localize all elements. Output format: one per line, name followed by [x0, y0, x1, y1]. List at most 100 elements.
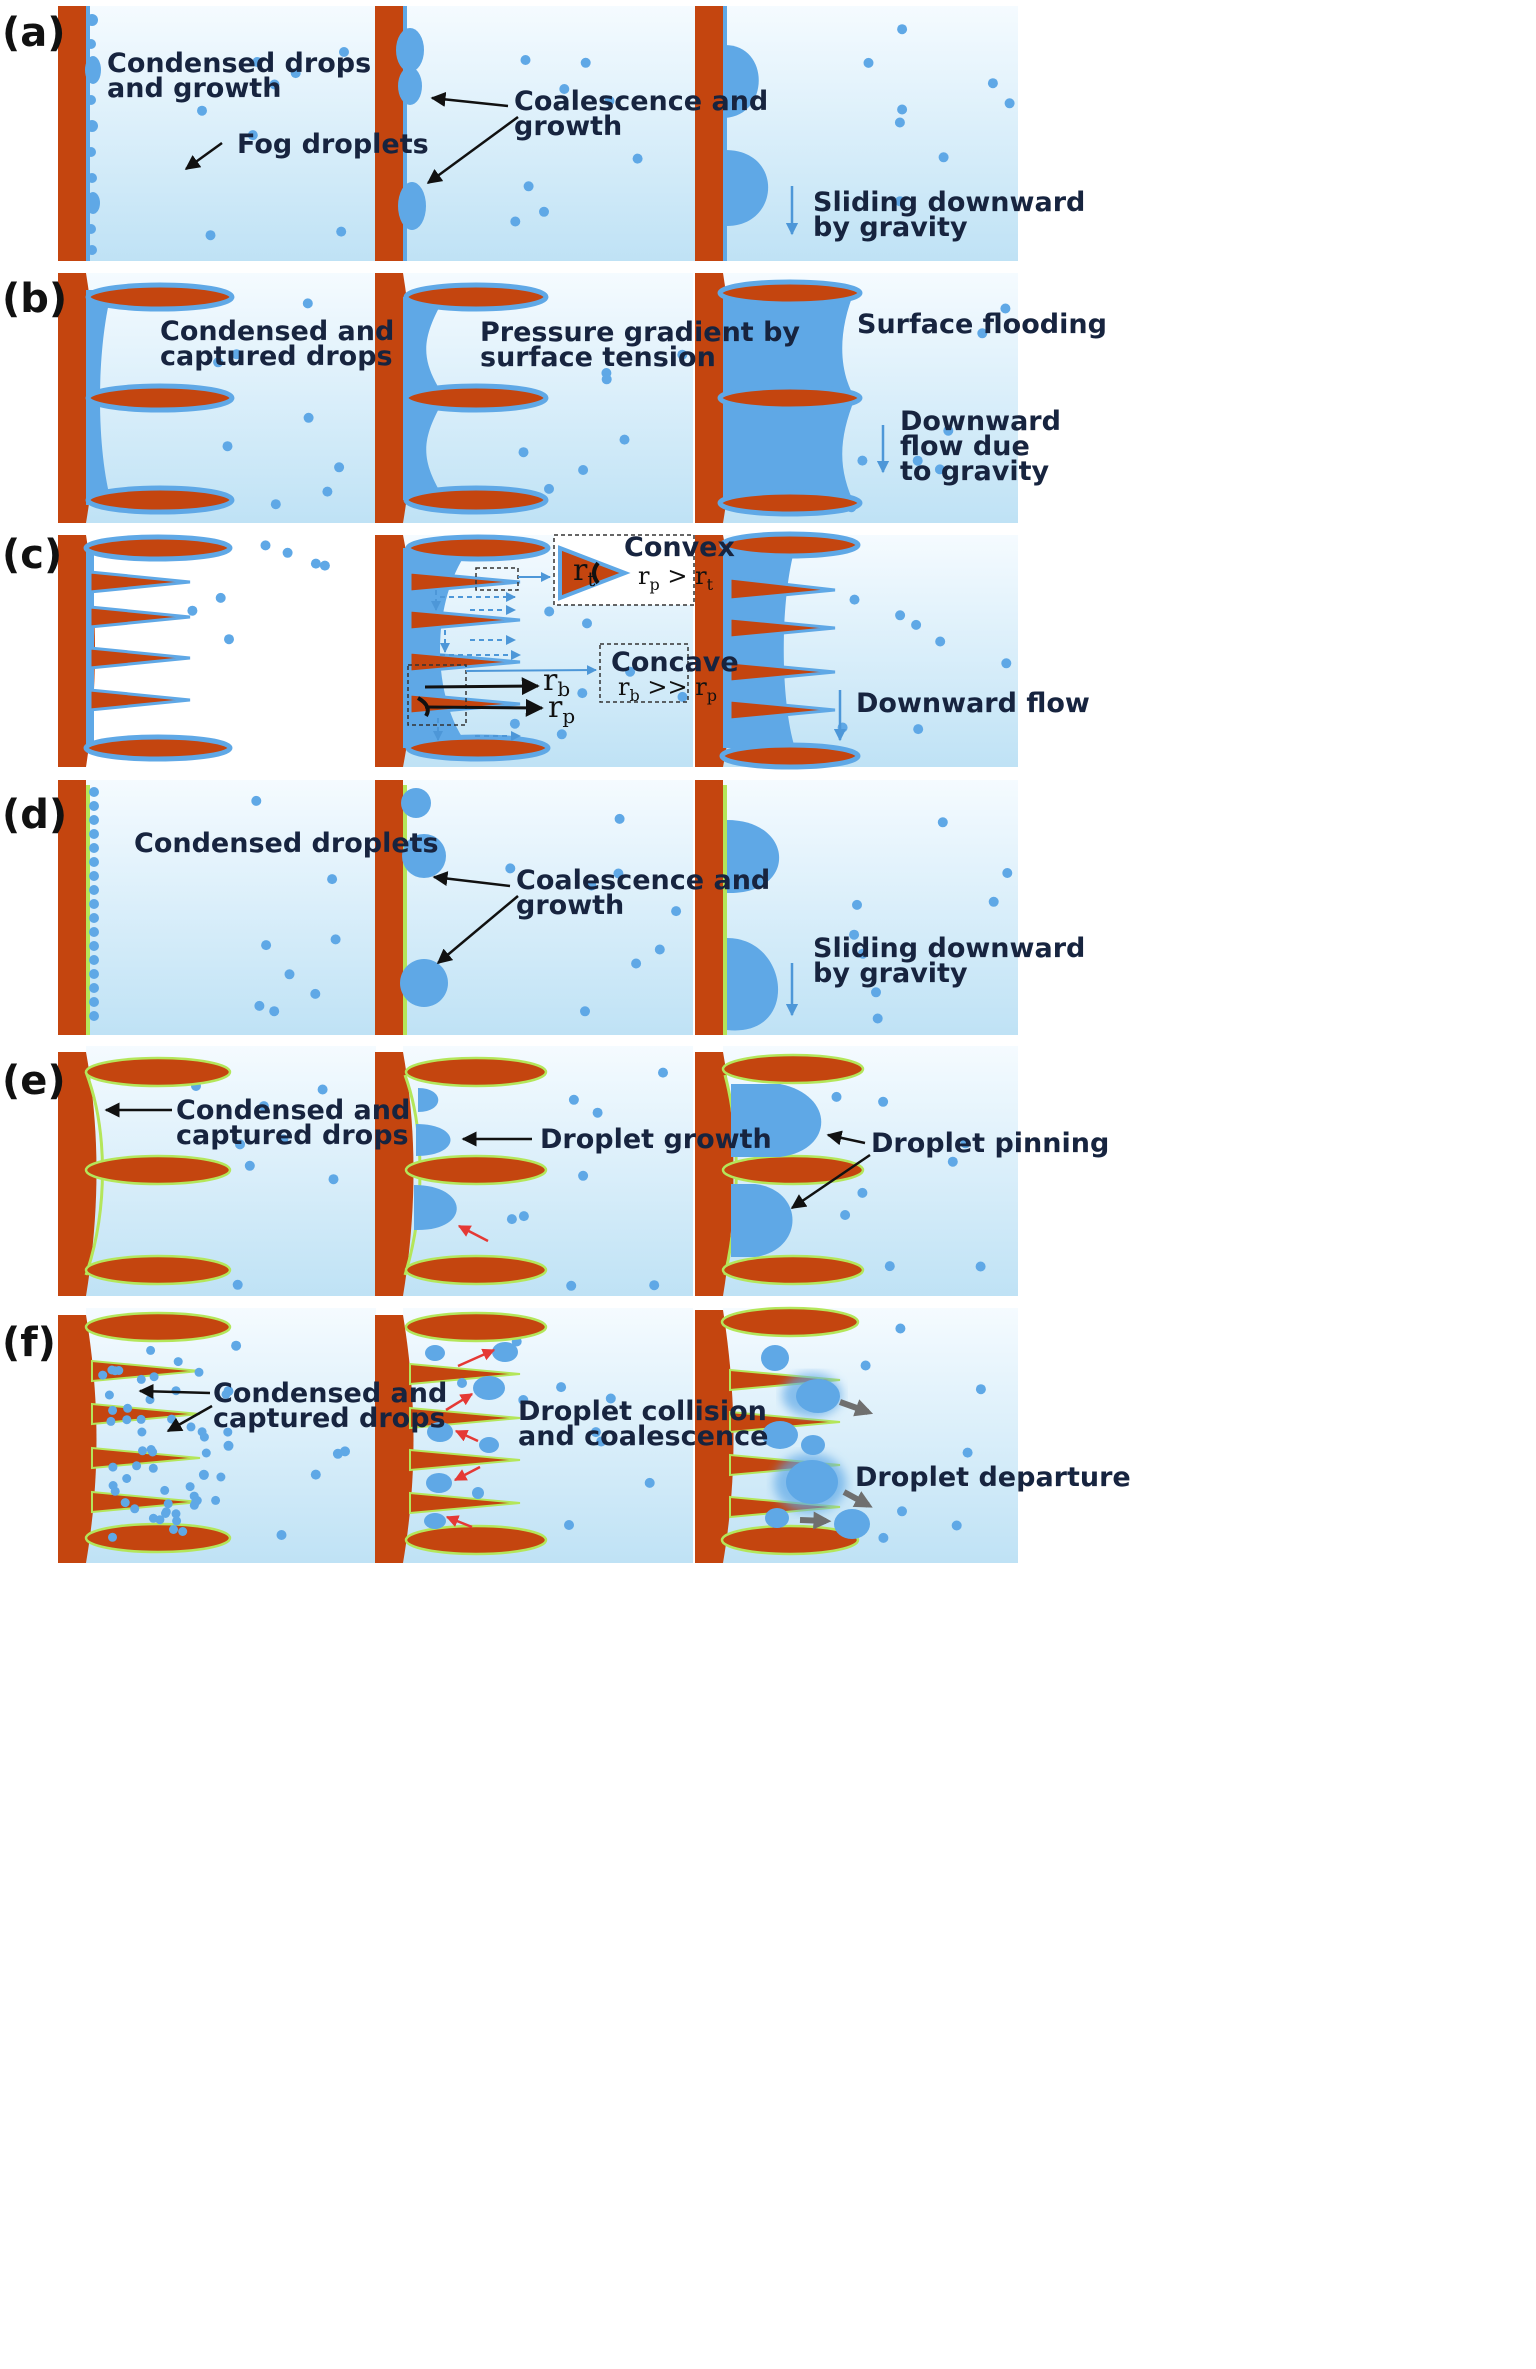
wall-drop — [86, 95, 96, 105]
fog-droplet — [328, 1174, 339, 1185]
fog-droplet — [596, 1436, 607, 1447]
convex-curvature-mark — [592, 561, 600, 585]
fog-droplet — [251, 795, 262, 806]
fog-droplet — [951, 1520, 962, 1531]
fin-e1-mid — [84, 1154, 232, 1186]
fog-droplet — [544, 483, 554, 494]
fog-droplet — [213, 357, 224, 368]
fog-droplet — [577, 688, 588, 699]
colliding-drop — [472, 1487, 484, 1499]
fog-droplet — [172, 1516, 182, 1526]
fog-droplet — [671, 906, 682, 917]
wall-d2 — [375, 780, 403, 1035]
pointer-arrow — [430, 91, 509, 108]
wall-drops-d2 — [400, 788, 448, 1007]
departing-drop — [762, 1421, 798, 1449]
departing-drop — [765, 1508, 789, 1528]
concave-inset-box — [599, 643, 689, 703]
fog-droplet — [559, 84, 570, 94]
label-d3-sliding: Sliding downward — [813, 933, 1085, 964]
red-arrows-f2 — [445, 1348, 496, 1529]
fog-droplet — [539, 206, 549, 217]
wall-drops-d3 — [727, 820, 780, 1031]
label-a1-and-growth: and growth — [107, 73, 281, 104]
pointer-arrow — [184, 141, 223, 171]
fog-droplet — [122, 1474, 132, 1483]
fog-droplet — [1001, 658, 1012, 669]
wall-drop — [87, 173, 97, 183]
wall-drop — [398, 182, 426, 230]
wall-drop — [402, 834, 446, 878]
fog-droplet — [840, 1210, 851, 1220]
fin-e3-mid — [721, 1154, 865, 1186]
fog-droplet — [235, 1139, 245, 1150]
fog-droplet — [1000, 303, 1011, 314]
row-f-graphics — [58, 1306, 874, 1563]
label-d2-growth: growth — [516, 890, 624, 921]
fog-droplet — [943, 425, 954, 436]
fog-droplet — [89, 871, 99, 881]
fog-droplet — [960, 1138, 971, 1149]
row-label-f: (f) — [2, 1320, 56, 1366]
fog-droplet — [98, 1370, 108, 1380]
fog-droplet — [211, 1495, 221, 1505]
film-a3 — [723, 6, 727, 261]
label-c2-convex: Convex — [624, 532, 735, 563]
fog-droplet — [89, 829, 99, 839]
fog-droplet — [975, 1384, 986, 1395]
pointer-arrow — [432, 871, 511, 888]
growing-drop — [414, 1185, 457, 1231]
fog-droplet — [89, 997, 99, 1007]
fog-droplet — [89, 1011, 99, 1021]
fog-droplet — [894, 117, 905, 128]
gray-arrow — [842, 1489, 873, 1508]
fin-b3-top — [717, 279, 863, 307]
fog-droplet — [897, 104, 908, 115]
fin-b2-bot — [403, 485, 549, 515]
fog-droplet — [860, 1360, 871, 1371]
fog-droplet — [601, 374, 612, 385]
fog-droplet — [937, 817, 948, 828]
fin-b1-bot — [85, 485, 235, 515]
fog-droplet — [123, 1403, 133, 1413]
label-a1-fog-droplets: Fog droplets — [237, 129, 429, 160]
wall-f1 — [58, 1315, 97, 1563]
fog-droplet — [935, 636, 946, 647]
wall-drop — [86, 120, 98, 132]
wall-drops-a3 — [725, 45, 769, 227]
fog-droplet — [290, 68, 301, 79]
symbol-rb: rb — [543, 663, 570, 701]
panel-annotations: Condensed drops and growth Fog droplets … — [107, 48, 1131, 1493]
wall-a3 — [695, 6, 723, 261]
spine — [88, 570, 191, 594]
fog-droplet — [199, 1432, 209, 1442]
fog-droplet — [977, 328, 988, 339]
fog-droplet — [89, 857, 99, 867]
fog-droplet — [146, 1445, 156, 1454]
fog-droplet — [863, 57, 874, 68]
fog-droplet — [89, 885, 99, 895]
hydrophobic-coat-d2 — [403, 785, 407, 1035]
fog-droplet — [122, 1415, 132, 1425]
symbol-convex-rt: rt — [573, 553, 595, 591]
wall-drops-a2 — [396, 28, 426, 230]
spine — [88, 605, 191, 629]
sliding-drop — [725, 150, 769, 227]
fog-droplet — [677, 691, 688, 702]
fog-droplet — [276, 1530, 287, 1540]
wall-c1 — [58, 535, 95, 767]
fog-droplet — [556, 1382, 567, 1393]
fog-droplet — [336, 226, 347, 237]
fog-droplet — [518, 1211, 529, 1222]
fog-droplet — [194, 1367, 204, 1377]
fog-droplet — [231, 1340, 242, 1351]
fog-droplet — [89, 927, 99, 937]
wall-drop — [86, 224, 96, 234]
colliding-drop — [427, 1422, 453, 1442]
label-b3-to-gravity: to gravity — [900, 456, 1049, 487]
fog-droplet — [269, 79, 280, 90]
spine — [728, 660, 836, 684]
fog-droplet — [339, 47, 349, 57]
fog-droplet — [564, 1520, 574, 1530]
fog-droplet — [632, 153, 643, 164]
